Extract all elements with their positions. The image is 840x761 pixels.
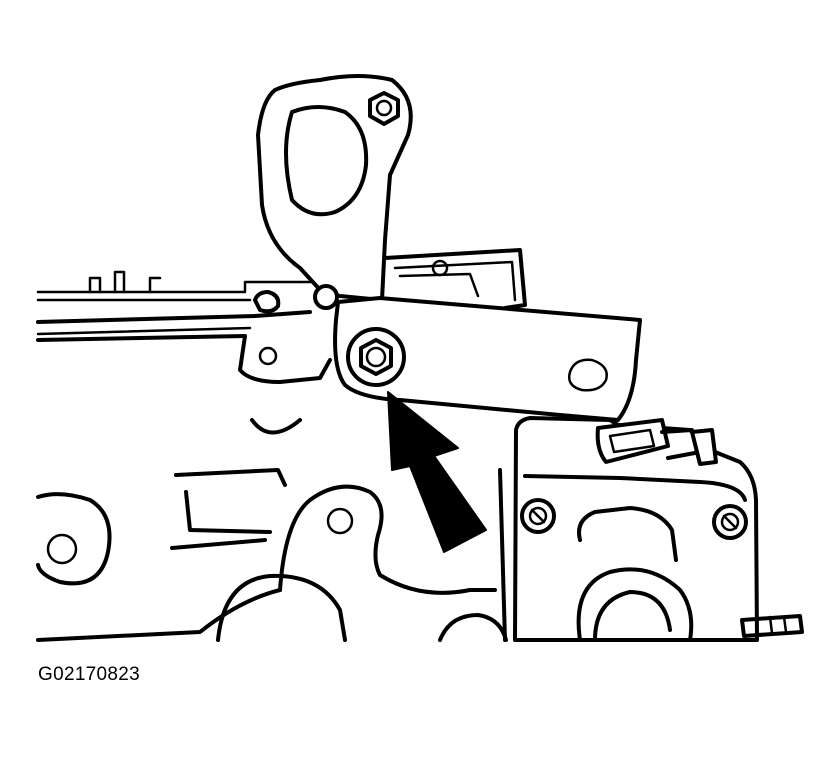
mounting-bracket-arm (333, 296, 642, 422)
cylinder-block (36, 468, 508, 642)
block-hole-left (46, 533, 78, 565)
pointer-arrow (387, 391, 487, 553)
indicated-bolt (346, 327, 406, 387)
housing-screw-right (712, 504, 748, 540)
threaded-fitting (740, 614, 804, 638)
stud (313, 284, 339, 310)
housing-screw-left (520, 498, 556, 534)
engine-component-line-drawing (36, 74, 804, 642)
block-hole-center (326, 507, 354, 535)
hose-clip (595, 418, 718, 466)
figure-code-label: G02170823 (38, 664, 141, 685)
rail-assembly (36, 270, 332, 342)
left-boss (238, 290, 332, 435)
bracket-bolt-hex (368, 91, 400, 126)
rear-plate (383, 248, 527, 310)
right-housing (513, 416, 759, 642)
lifting-bracket (256, 74, 413, 302)
